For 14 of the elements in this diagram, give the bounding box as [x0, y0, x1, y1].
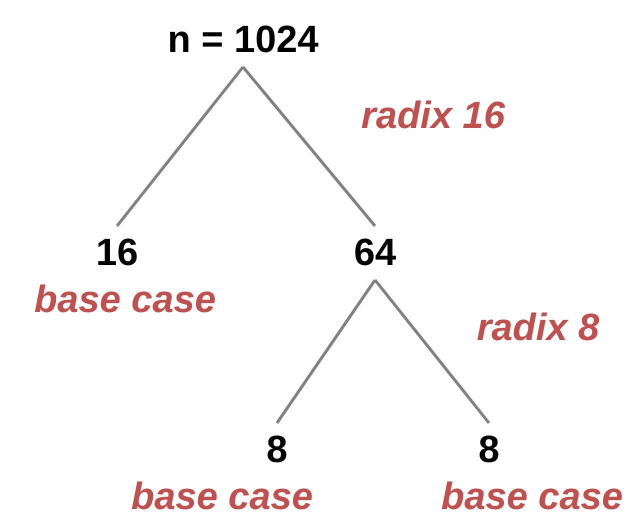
tree-branch-line: [242, 66, 376, 227]
tree-branch-line: [276, 279, 376, 424]
radix-label: radix 16: [361, 97, 505, 135]
node-value: 64: [348, 226, 402, 280]
tree-branch-line: [116, 66, 244, 227]
node-caption: base case: [131, 478, 313, 516]
radix-label: radix 8: [476, 309, 600, 347]
node-value: 8: [472, 423, 506, 477]
node-caption: base case: [34, 281, 216, 319]
node-value: 16: [90, 226, 144, 280]
node-value: n = 1024: [161, 13, 325, 67]
tree-branch-line: [374, 279, 490, 424]
node-caption: base case: [441, 478, 623, 516]
node-value: 8: [260, 423, 294, 477]
